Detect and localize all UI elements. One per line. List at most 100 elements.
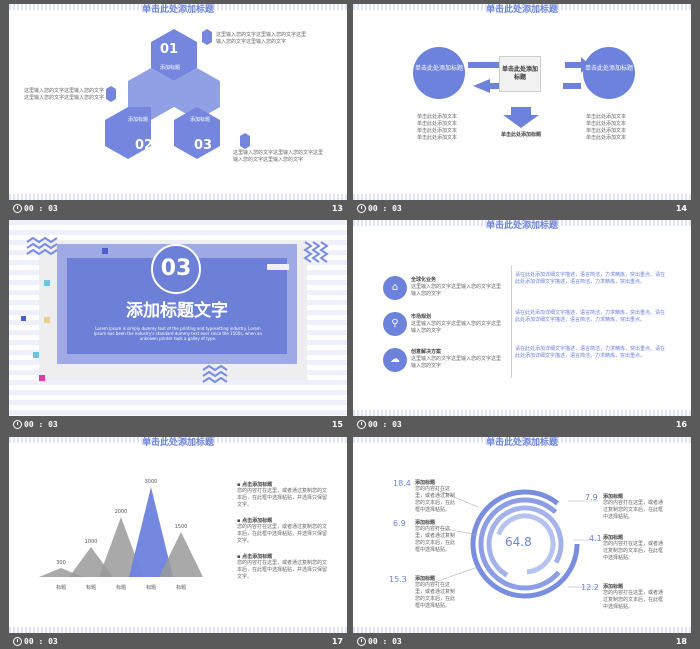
header-stripe — [9, 437, 347, 443]
item-text: 这里输入您的文字这里输入您的文字这里输入您的文字 — [411, 356, 502, 369]
peak-value-label: 1000 — [85, 539, 98, 545]
header-stripe — [353, 437, 691, 443]
slide-number: 16 — [675, 419, 687, 429]
ring-label: 添加标题 — [603, 535, 624, 541]
slide-thumbnail-13[interactable]: 单击此处添加标题 01 添加标题 添加标题 添加标题 02 03 这里输入您的文… — [9, 4, 347, 200]
ring-text: 您的内容打在这里，或者通过复制您的文本后，在此框中选择粘贴。 — [603, 590, 664, 610]
item-text: 这里输入您的文字这里输入您的文字这里输入您的文字 — [411, 321, 502, 334]
hex-label-top: 添加标题 — [160, 65, 181, 71]
slide-time: 00 : 03 — [368, 419, 402, 429]
clock-icon — [357, 636, 366, 646]
bullet-item: ▪ 点击添加标题 您的内容打在这里，或者通过复制您的文本后，在此框中选择粘贴，并… — [237, 553, 327, 581]
ring-label: 添加标题 — [415, 520, 436, 526]
home-icon: ⌂ — [383, 276, 407, 300]
ring-label: 添加标题 — [415, 480, 436, 486]
slide-number: 18 — [675, 636, 687, 646]
ring-text: 您的内容打在这里，或者通过复制您的文本后，在此框中选择粘贴。 — [415, 526, 456, 553]
clock-icon — [357, 419, 366, 429]
slide-number: 13 — [331, 203, 343, 213]
peak-category-label: 标题 — [86, 584, 96, 591]
slide-header: 单击此处添加标题 — [485, 221, 558, 231]
left-text: 单击此处添加文本单击此处添加文本单击此处添加文本单击此处添加文本 — [417, 114, 458, 141]
bullet-item: ▪ 点击添加标题 您的内容打在这里，或者通过复制您的文本后，在此框中选择粘贴，并… — [237, 517, 327, 545]
cloud-icon: ☁ — [383, 348, 407, 372]
slide-thumbnail-14[interactable]: 单击此处添加标题 单击此处添加标题 单击此处添加标题 单击此处添加标题 单击此处… — [353, 4, 691, 200]
slide-time: 00 : 03 — [368, 636, 402, 646]
section-title: 添加标题文字 — [126, 301, 228, 321]
ring-value: 15.3 — [389, 575, 407, 584]
slide-header: 单击此处添加标题 — [141, 438, 214, 448]
section-subtitle: Lorem Ipsum is simply dummy text of the … — [93, 326, 263, 341]
ring-value: 7.9 — [585, 493, 598, 502]
footer-stripe — [353, 194, 691, 200]
ring-text: 您的内容打在这里，或者通过复制您的文本后，在此框中选择粘贴。 — [415, 486, 456, 513]
item-title: 市场规划 — [411, 314, 432, 320]
slide-bar-16: 00 : 03 16 — [353, 416, 691, 432]
bullet-title: ▪ 点击添加标题 — [237, 554, 273, 560]
slide-header: 单击此处添加标题 — [485, 5, 558, 15]
clock-icon — [13, 203, 22, 213]
clock-icon — [357, 203, 366, 213]
ring-chart — [434, 488, 598, 599]
item-text: 这里输入您的文字这里输入您的文字这里输入您的文字 — [411, 284, 502, 297]
bullet-text: 您的内容打在这里，或者通过复制您的文本后，在此框中选择粘贴，并选择只保留文字。 — [237, 560, 328, 580]
slide-time: 00 : 03 — [368, 203, 402, 213]
hex-number-03: 03 — [194, 138, 213, 153]
slide-number: 17 — [331, 636, 343, 646]
peak-value-label: 3000 — [145, 479, 158, 485]
ring-value: 12.2 — [581, 583, 599, 592]
bullet-title: ▪ 点击添加标题 — [237, 518, 273, 524]
slide-number: 15 — [331, 419, 343, 429]
ring-text: 您的内容打在这里，或者通过复制您的文本后，在此框中选择粘贴。 — [603, 541, 664, 561]
text-bottom: 这里输入您的文字这里输入您的文字这里输入您的文字这里输入您的文字 — [233, 150, 324, 163]
hex-number-01: 01 — [160, 42, 179, 57]
header-stripe — [353, 4, 691, 10]
slide-time: 00 : 03 — [24, 419, 58, 429]
peak-category-label: 标题 — [116, 584, 126, 591]
peak-mark — [159, 532, 203, 577]
slide-bar-17: 00 : 03 17 — [9, 633, 347, 649]
right-text: 请在此处添加详细文字描述，语言简洁，力求精炼，突出重点。请在此处添加详细文字描述… — [515, 310, 666, 323]
slide-bar-13: 00 : 03 13 — [9, 200, 347, 216]
divider — [511, 266, 512, 378]
slide-thumbnail-18[interactable]: 单击此处添加标题 64.8 18.4 添加标题 您的内容打在这里，或者通过复制您… — [353, 437, 691, 633]
peak-mark — [99, 517, 143, 577]
right-circle: 单击此处添加标题 — [583, 47, 635, 99]
bullet-title: ▪ 点击添加标题 — [237, 482, 273, 488]
footer-stripe — [9, 194, 347, 200]
right-text: 单击此处添加文本单击此处添加文本单击此处添加文本单击此处添加文本 — [586, 114, 627, 141]
slide-number: 14 — [675, 203, 687, 213]
footer-stripe — [353, 627, 691, 633]
slide-bar-15: 00 : 03 15 — [9, 416, 347, 432]
center-box: 单击此处添加标题 — [499, 56, 541, 92]
slide-thumbnail-16[interactable]: 单击此处添加标题 ⌂ 全球化业务 这里输入您的文字这里输入您的文字这里输入您的文… — [353, 220, 691, 416]
footer-stripe — [9, 627, 347, 633]
center-caption: 单击此处添加标题 — [500, 132, 541, 138]
ring-text: 您的内容打在这里，或者通过复制您的文本后，在此框中选择粘贴。 — [415, 582, 456, 609]
header-stripe — [9, 4, 347, 10]
bullet-text: 您的内容打在这里，或者通过复制您的文本后，在此框中选择粘贴，并选择只保留文字。 — [237, 524, 328, 544]
ring-value: 4.1 — [589, 534, 602, 543]
clock-icon — [13, 419, 22, 429]
peak-value-label: 2000 — [115, 509, 128, 515]
ring-text: 您的内容打在这里，或者通过复制您的文本后，在此框中选择粘贴。 — [603, 500, 664, 520]
section-number-circle: 03 — [151, 244, 201, 294]
peak-category-label: 标题 — [146, 584, 156, 591]
slide-thumbnail-15[interactable]: 03 添加标题文字 Lorem Ipsum is simply dummy te… — [9, 220, 347, 416]
hex-label-left: 添加标题 — [128, 117, 149, 123]
left-circle: 单击此处添加标题 — [413, 47, 465, 99]
ring-label: 添加标题 — [603, 494, 624, 500]
pin-icon: ⚲ — [383, 312, 407, 336]
item-title: 全球化业务 — [411, 277, 437, 283]
slide-header: 单击此处添加标题 — [141, 5, 214, 15]
decorations — [21, 236, 329, 384]
ring-value: 18.4 — [393, 479, 411, 488]
slide-header: 单击此处添加标题 — [485, 438, 558, 448]
slide-bar-18: 00 : 03 18 — [353, 633, 691, 649]
hex-label-right: 添加标题 — [190, 117, 211, 123]
hexagon-diagram — [105, 29, 250, 159]
ring-label: 添加标题 — [603, 584, 624, 590]
hex-number-02: 02 — [135, 138, 154, 153]
